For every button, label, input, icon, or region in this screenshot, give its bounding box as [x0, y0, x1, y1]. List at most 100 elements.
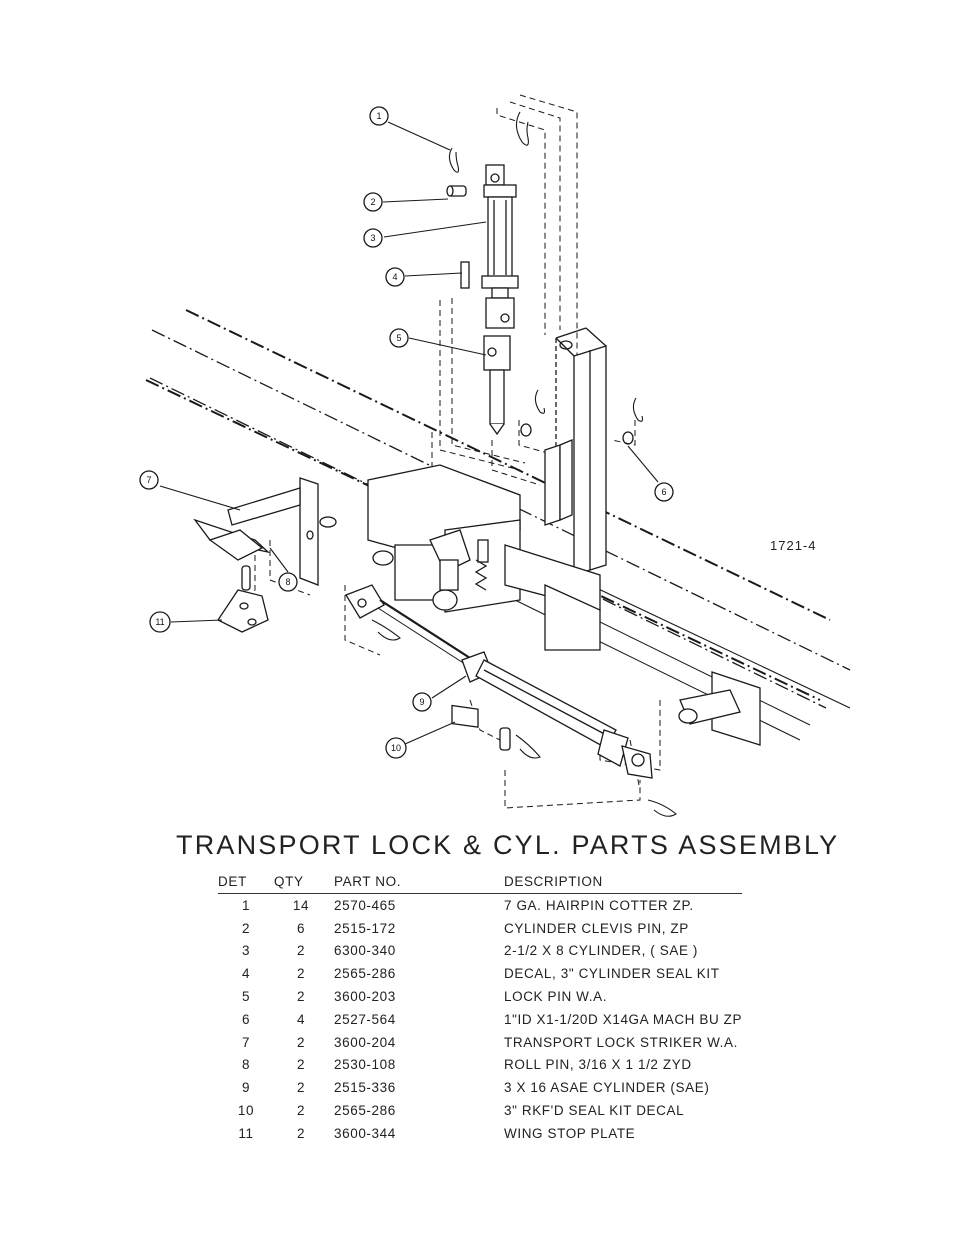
cell-det: 9 [241, 1080, 251, 1096]
callout-balloon: 9 [412, 692, 432, 712]
cell-det: 3 [241, 943, 251, 959]
svg-text:9: 9 [419, 697, 424, 707]
clevis-pin [446, 185, 467, 197]
cell-description: DECAL, 3" CYLINDER SEAL KIT [504, 966, 720, 982]
cell-description: ROLL PIN, 3/16 X 1 1/2 ZYD [504, 1057, 692, 1073]
cell-description: CYLINDER CLEVIS PIN, ZP [504, 920, 689, 936]
svg-text:7: 7 [146, 475, 151, 485]
cylinder-base-mount [678, 671, 761, 746]
table-row: 8 2 2530-108 ROLL PIN, 3/16 X 1 1/2 ZYD [218, 1054, 742, 1077]
cell-det: 10 [237, 1103, 255, 1119]
table-header-row: DET QTY PART NO. DESCRIPTION [218, 872, 743, 894]
cylinder-decal [460, 261, 470, 289]
center-hinge-casting [367, 464, 601, 651]
header-description: DESCRIPTION [504, 873, 603, 889]
callout-leaders [159, 121, 659, 745]
cell-description: 2-1/2 X 8 CYLINDER, ( SAE ) [504, 943, 699, 959]
drawing-number: 1721-4 [770, 538, 817, 553]
callout-balloon: 2 [363, 192, 383, 212]
table-row: 2 6 2515-172 CYLINDER CLEVIS PIN, ZP [218, 917, 742, 940]
cell-part-no: 3600-204 [334, 1034, 396, 1050]
cell-description: 1"ID X1-1/20D X14GA MACH BU ZP [504, 1011, 743, 1027]
cell-description: 3 X 16 ASAE CYLINDER (SAE) [504, 1080, 710, 1096]
svg-text:11: 11 [155, 617, 164, 627]
cell-qty: 2 [296, 1125, 306, 1141]
cell-part-no: 3600-344 [334, 1125, 396, 1141]
machine-bushings [520, 423, 634, 445]
roll-pin [241, 565, 251, 591]
table-row: 4 2 2565-286 DECAL, 3" CYLINDER SEAL KIT [218, 962, 742, 985]
hairpin-cotters [371, 111, 677, 817]
cell-part-no: 2527-564 [334, 1011, 396, 1027]
callout-balloon: 5 [389, 328, 409, 348]
svg-text:2: 2 [370, 197, 375, 207]
cell-qty: 2 [296, 966, 306, 982]
callout-balloon: 11 [149, 611, 171, 633]
lock-receiver-bracket [544, 439, 573, 526]
cell-det: 2 [241, 920, 251, 936]
callout-balloon: 8 [278, 572, 298, 592]
cell-description: LOCK PIN W.A. [504, 989, 608, 1005]
upper-hydraulic-cylinder [481, 164, 519, 329]
svg-text:8: 8 [285, 577, 290, 587]
cell-qty: 2 [296, 1034, 306, 1050]
page-title: TRANSPORT LOCK & CYL. PARTS ASSEMBLY [176, 830, 840, 860]
cell-part-no: 2515-172 [334, 920, 396, 936]
header-det: DET [218, 873, 247, 889]
callout-balloon: 3 [363, 228, 383, 248]
cell-qty: 2 [296, 943, 306, 959]
cell-qty: 14 [292, 897, 310, 913]
table-row: 7 2 3600-204 TRANSPORT LOCK STRIKER W.A. [218, 1031, 742, 1054]
cell-qty: 2 [296, 989, 306, 1005]
cell-part-no: 2570-465 [334, 897, 396, 913]
cell-description: 3" RKF'D SEAL KIT DECAL [504, 1103, 685, 1119]
cell-det: 1 [241, 897, 251, 913]
cell-det: 8 [241, 1057, 251, 1073]
cell-det: 11 [238, 1125, 254, 1141]
cell-part-no: 2565-286 [334, 966, 396, 982]
cell-part-no: 2565-286 [334, 1103, 396, 1119]
svg-text:1: 1 [376, 111, 381, 121]
header-part-no: PART NO. [334, 873, 402, 889]
cell-description: 7 GA. HAIRPIN COTTER ZP. [504, 897, 694, 913]
svg-text:4: 4 [392, 272, 397, 282]
table-row: 5 2 3600-203 LOCK PIN W.A. [218, 985, 742, 1008]
upright-tube [555, 327, 607, 576]
cell-part-no: 2530-108 [334, 1057, 396, 1073]
cell-det: 6 [241, 1011, 251, 1027]
cell-description: TRANSPORT LOCK STRIKER W.A. [504, 1034, 738, 1050]
table-row: 3 2 6300-340 2-1/2 X 8 CYLINDER, ( SAE ) [218, 940, 742, 963]
lock-pin [483, 335, 511, 436]
callout-balloons: 1 2 3 4 5 6 7 8 9 10 11 [139, 106, 674, 759]
cell-qty: 2 [296, 1080, 306, 1096]
callout-balloon: 10 [385, 737, 407, 759]
exploded-assembly-drawing: 1 2 3 4 5 6 7 8 9 10 11 [139, 94, 851, 817]
cell-description: WING STOP PLATE [504, 1125, 636, 1141]
svg-text:6: 6 [661, 487, 666, 497]
transport-lock-striker [193, 477, 337, 586]
table-row: 9 2 2515-336 3 X 16 ASAE CYLINDER (SAE) [218, 1076, 742, 1099]
cell-det: 7 [241, 1034, 251, 1050]
svg-text:3: 3 [370, 233, 375, 243]
cell-det: 5 [241, 989, 251, 1005]
cell-qty: 6 [296, 920, 306, 936]
callout-balloon: 6 [654, 482, 674, 502]
table-row: 1 14 2570-465 7 GA. HAIRPIN COTTER ZP. [218, 894, 742, 917]
callout-balloon: 7 [139, 470, 159, 490]
cell-det: 4 [241, 966, 251, 982]
callout-balloon: 4 [385, 267, 405, 287]
header-qty: QTY [274, 873, 304, 889]
seal-kit-decal [451, 704, 479, 728]
lower-hydraulic-cylinder [345, 584, 653, 779]
callout-balloon: 1 [369, 106, 389, 126]
cell-part-no: 6300-340 [334, 943, 396, 959]
table-row: 11 2 3600-344 WING STOP PLATE [218, 1122, 742, 1145]
cell-part-no: 2515-336 [334, 1080, 396, 1096]
wing-stop-plate [217, 589, 269, 633]
svg-text:10: 10 [391, 743, 401, 753]
cell-part-no: 3600-203 [334, 989, 396, 1005]
cell-qty: 2 [296, 1057, 306, 1073]
